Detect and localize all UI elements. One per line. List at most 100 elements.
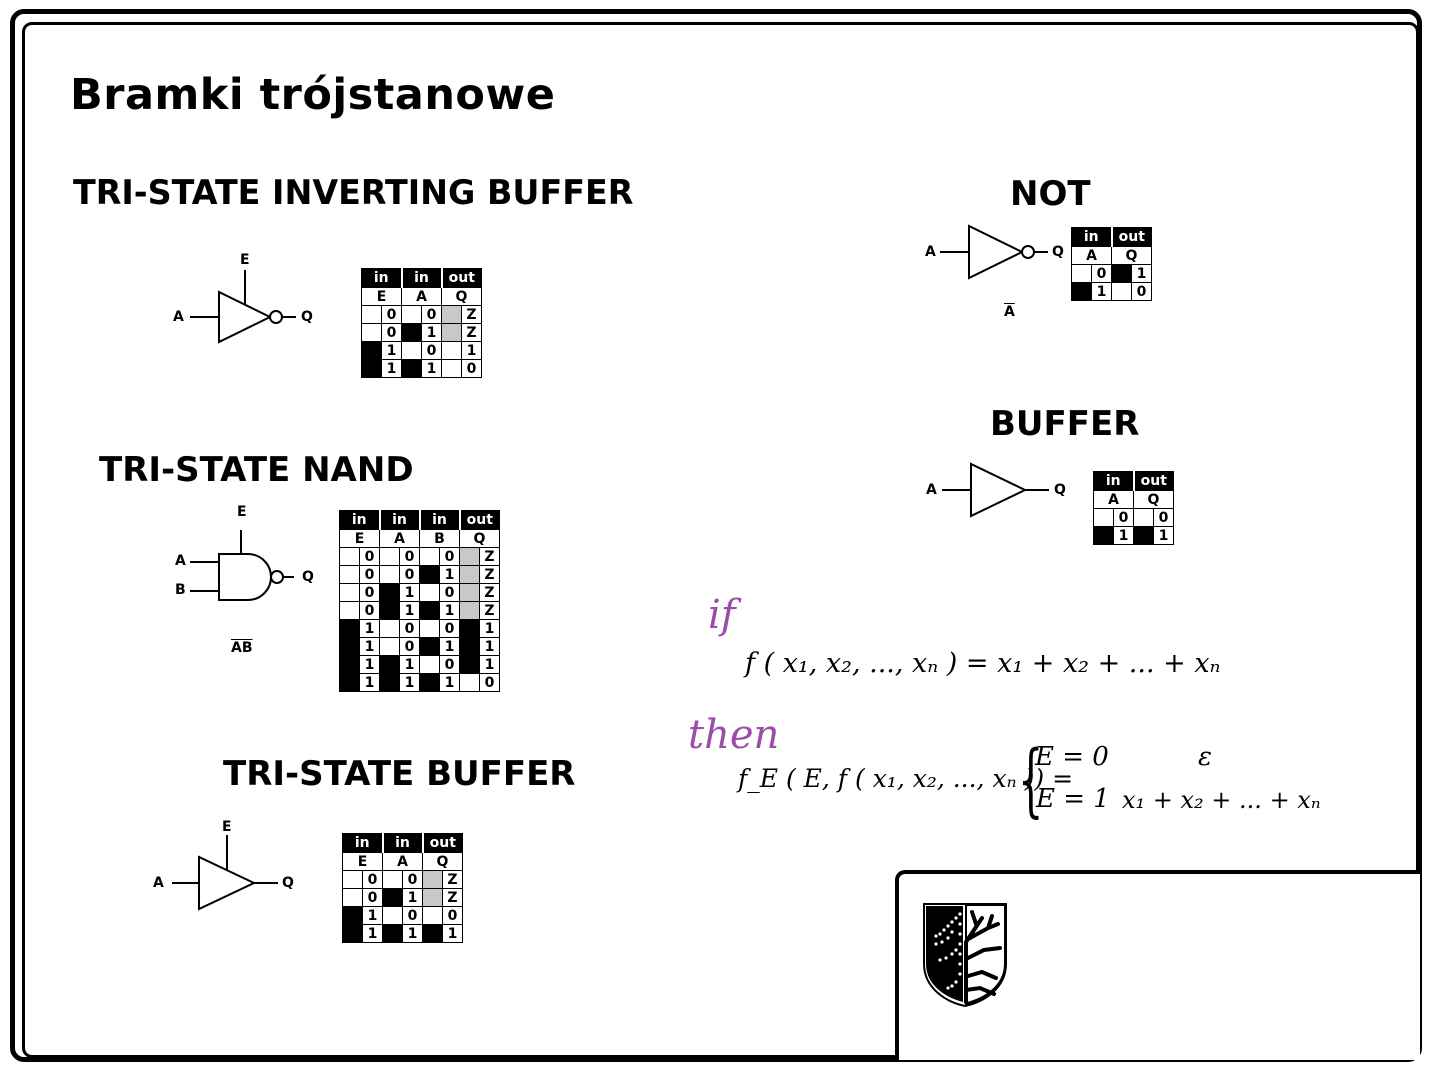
truth-table-cell: 0 — [359, 547, 380, 566]
nand-expression-label: AB — [231, 640, 253, 656]
cases-brace: { — [1018, 733, 1044, 826]
truth-table-cell: 1 — [362, 924, 383, 943]
case-2-condition: E = 1 — [1036, 784, 1110, 814]
buf3-input-label: A — [153, 875, 164, 891]
truth-table-cell: 1 — [439, 565, 460, 584]
truth-table-level-swatch — [339, 655, 360, 674]
truth-table-level-swatch — [379, 601, 400, 620]
truth-table-level-swatch — [339, 547, 360, 566]
truth-table-level-swatch — [1071, 264, 1092, 283]
truth-table-level-swatch — [1093, 526, 1114, 545]
truth-table-level-swatch — [459, 547, 480, 566]
truth-table-level-swatch — [441, 359, 462, 378]
truth-table-group-header: out — [458, 510, 500, 530]
truth-table-level-swatch — [361, 305, 382, 324]
truth-table-level-swatch — [379, 565, 400, 584]
case-1-value: ε — [1198, 742, 1212, 772]
truth-table-level-swatch — [1133, 526, 1154, 545]
truth-table-level-swatch — [441, 323, 462, 342]
truth-table-level-swatch — [401, 341, 422, 360]
truth-table-cell: 0 — [402, 906, 423, 925]
nand-input-b-label: B — [175, 582, 186, 598]
truth-table-level-swatch — [1111, 264, 1132, 283]
heading-tristate-buffer: TRI-STATE BUFFER — [223, 754, 576, 794]
truth-table-cell: 0 — [359, 583, 380, 602]
truth-table-cell: 1 — [402, 924, 423, 943]
truth-table-cell: 0 — [1153, 508, 1174, 527]
truth-table-column-header: E — [342, 852, 383, 871]
truth-table-level-swatch — [379, 547, 400, 566]
truth-table-group-header: in — [342, 833, 383, 853]
truth-table-level-swatch — [401, 359, 422, 378]
truth-table-cell: 1 — [439, 673, 460, 692]
truth-table-level-swatch — [459, 565, 480, 584]
truth-table-cell: 1 — [399, 673, 420, 692]
truth-table-level-swatch — [422, 870, 443, 889]
truth-table-cell: 0 — [439, 655, 460, 674]
truth-table-group-header: in — [1071, 227, 1112, 247]
truth-table-level-swatch — [401, 323, 422, 342]
truth-table-level-swatch — [419, 673, 440, 692]
university-crest-logo — [923, 903, 1007, 1008]
buf3-output-label: Q — [282, 875, 294, 891]
case-1-condition: E = 0 — [1035, 742, 1109, 772]
truth-table-level-swatch — [382, 888, 403, 907]
truth-table-level-swatch — [459, 601, 480, 620]
truth-table-level-swatch — [379, 637, 400, 656]
nand-output-label: Q — [302, 569, 314, 585]
truth-table-cell: Z — [479, 583, 500, 602]
truth-table-level-swatch — [459, 655, 480, 674]
truth-table-cell: Z — [479, 601, 500, 620]
truth-table-cell: 0 — [399, 637, 420, 656]
truth-table-group-header: in — [381, 833, 423, 853]
truth-table-level-swatch — [459, 673, 480, 692]
truth-table-cell: 0 — [1131, 282, 1152, 301]
inv-input-label: A — [173, 309, 184, 325]
truth-table-level-swatch — [361, 341, 382, 360]
then-keyword: then — [688, 712, 780, 758]
heading-not: NOT — [1010, 174, 1091, 214]
truth-table-cell: 0 — [442, 906, 463, 925]
truth-table-cell: 0 — [1091, 264, 1112, 283]
tristate-buffer-gate-symbol — [172, 835, 278, 911]
truth-table-column-header: Q — [1133, 490, 1174, 509]
truth-table-cell: 1 — [421, 359, 442, 378]
truth-table-level-swatch — [339, 637, 360, 656]
truth-table-cell: 1 — [399, 583, 420, 602]
truth-table-cell: 1 — [402, 888, 423, 907]
inverting-buffer-gate-symbol — [190, 270, 296, 344]
truth-table-cell: 0 — [439, 619, 460, 638]
truth-table-cell: 1 — [359, 673, 380, 692]
truth-table-cell: 0 — [362, 870, 383, 889]
truth-table-level-swatch — [401, 305, 422, 324]
truth-table-level-swatch — [419, 565, 440, 584]
truth-table-level-swatch — [382, 870, 403, 889]
truth-table-column-header: E — [339, 529, 380, 548]
truth-table-level-swatch — [422, 906, 443, 925]
buf3-enable-label: E — [222, 819, 232, 835]
truth-table-cell: Z — [479, 565, 500, 584]
truth-table-level-swatch — [339, 619, 360, 638]
truth-table-cell: 0 — [399, 619, 420, 638]
truth-table-cell: 1 — [1131, 264, 1152, 283]
truth-table-column-header: A — [382, 852, 423, 871]
truth-table-level-swatch — [342, 870, 363, 889]
truth-table-column-header: A — [401, 287, 442, 306]
truth-table-cell: 1 — [439, 601, 460, 620]
inner-frame — [22, 22, 1419, 1058]
truth-table-level-swatch — [441, 305, 462, 324]
heading-buffer: BUFFER — [990, 404, 1140, 444]
